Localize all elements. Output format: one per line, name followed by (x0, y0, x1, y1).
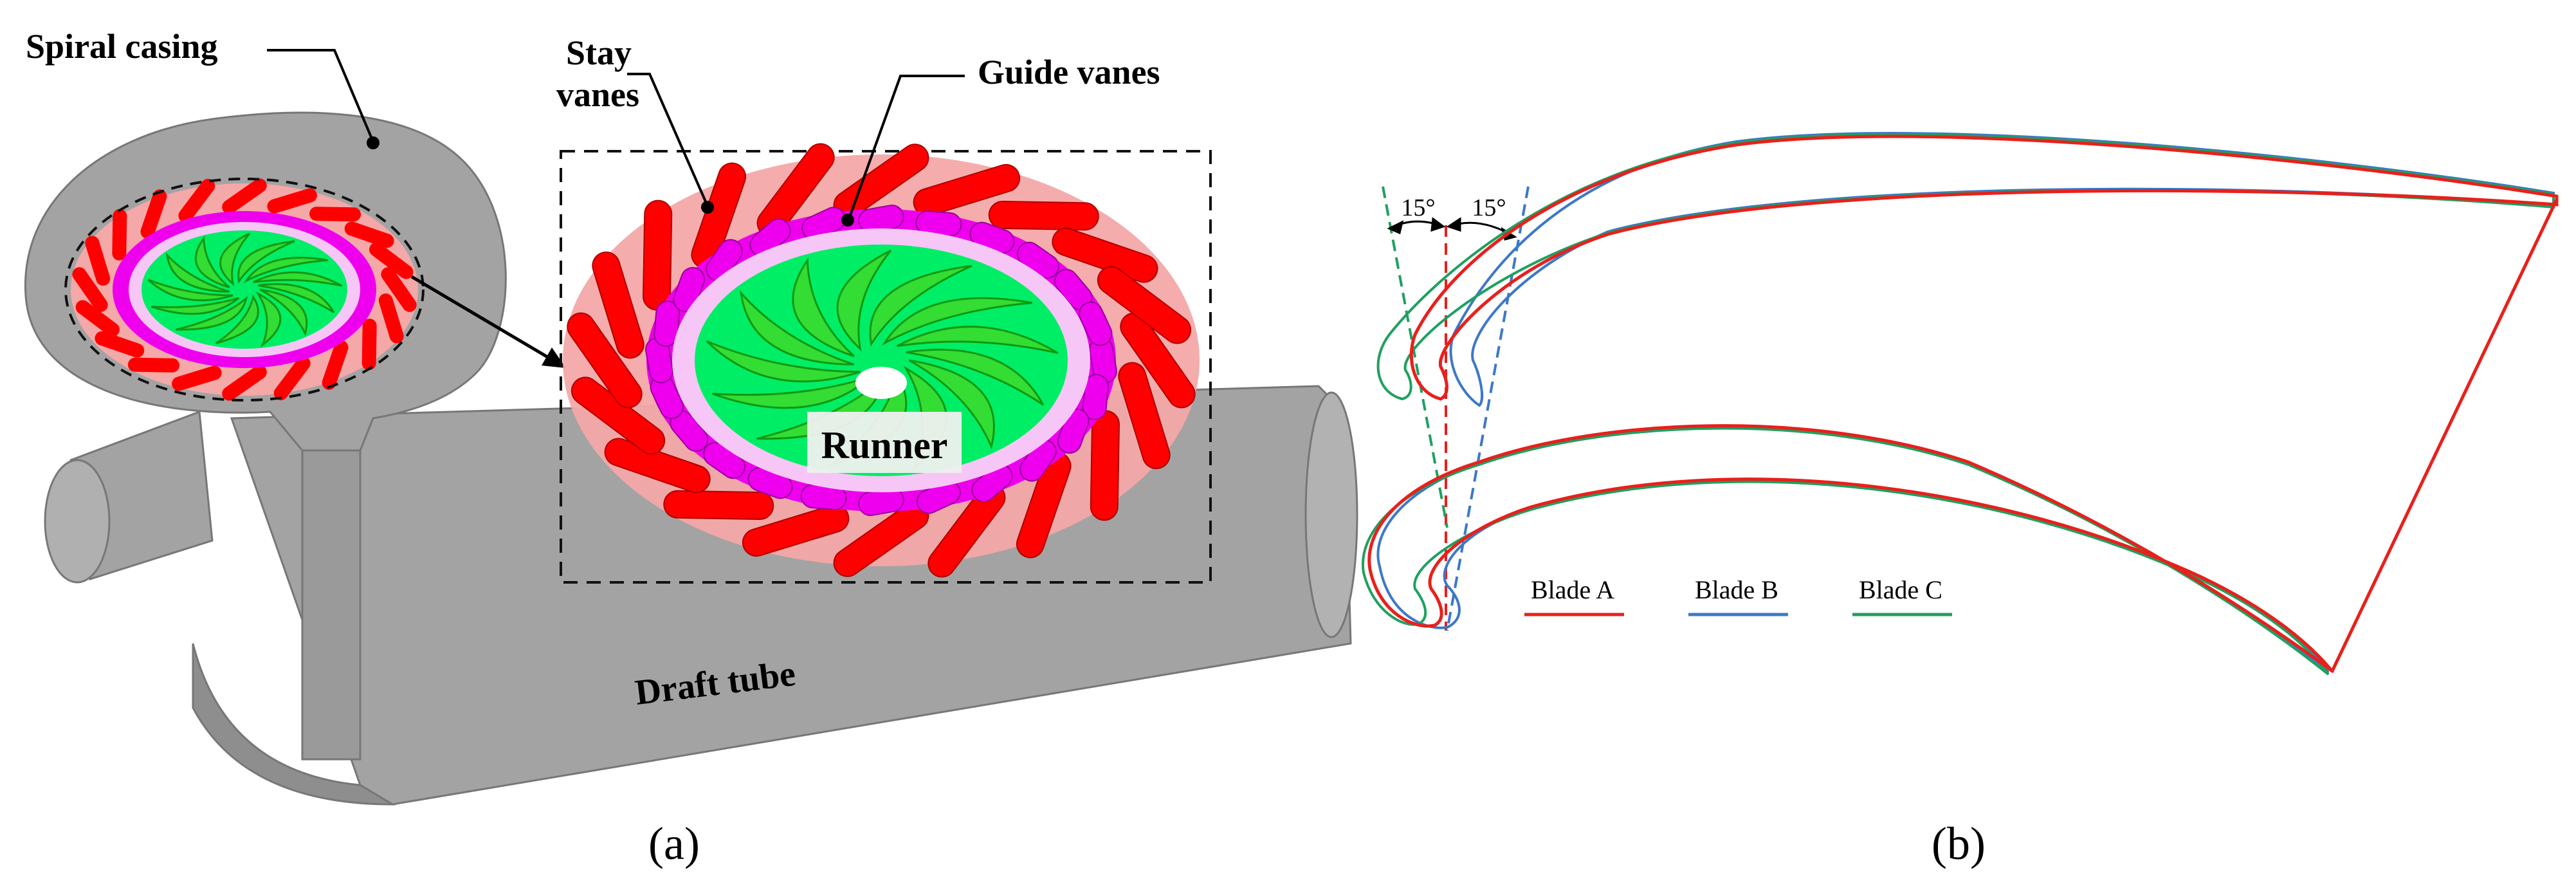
small-stay-vane-18 (309, 207, 361, 222)
small-stay-vane-1 (381, 267, 417, 312)
runner-label: Runner (821, 424, 948, 467)
small-stay-vane-14 (140, 189, 167, 239)
small-stay-vane-20 (369, 242, 414, 279)
small-runner-blade-1 (259, 288, 308, 337)
large-stay-vane-13 (643, 199, 673, 311)
large-runner-blade-5 (711, 375, 872, 409)
small-stay-vane-11 (72, 267, 108, 312)
legend: Blade A Blade B Blade C (1524, 575, 1952, 616)
panel-b-caption: (b) (1932, 818, 1986, 869)
small-stay-vane-13 (112, 208, 127, 261)
large-runner-blade-7 (739, 290, 855, 365)
small-runner-blade-7 (165, 252, 230, 293)
inlet-pipe (44, 410, 214, 584)
large-runner-blade-11 (881, 297, 1033, 346)
legend-label-blade-c: Blade C (1859, 575, 1942, 604)
small-stay-vane-17 (267, 188, 317, 214)
large-stay-vane-7 (742, 504, 850, 557)
large-stay-vane-2 (1118, 362, 1171, 470)
small-runner-blade-2 (255, 291, 282, 348)
angle-left-label: 15° (1401, 194, 1435, 221)
panel-b: 15° 15° Blade A Blade B (1361, 132, 2559, 869)
legend-item-blade-c: Blade C (1852, 575, 1952, 616)
small-stay-vane-4 (322, 340, 349, 390)
small-runner-blade-10 (237, 240, 295, 284)
large-stay-vane-17 (913, 163, 1021, 217)
spiral-casing-label: Spiral casing (26, 27, 218, 66)
leader-lines (267, 49, 965, 227)
large-guide-vane-14 (653, 301, 681, 347)
small-stay-vane-5 (273, 356, 311, 401)
small-runner-blade-4 (175, 295, 248, 331)
large-stay-vane-3 (1090, 410, 1120, 521)
stay-vanes-label-line1: Stay (566, 33, 632, 72)
large-guide-vane-2 (1082, 374, 1109, 420)
blade-a-outline (1367, 134, 2559, 674)
panel-a: Spiral casing Stay vanes Guide vanes Run… (24, 27, 1358, 869)
small-stay-vane-3 (361, 319, 377, 371)
large-runner-blade-8 (792, 257, 855, 357)
large-stay-vane-18 (988, 200, 1099, 231)
angle-right-label: 15° (1472, 194, 1506, 221)
small-runner-blade-13 (258, 283, 335, 313)
small-stay-vane-2 (378, 293, 404, 344)
large-stay-vane-9 (604, 438, 711, 494)
legend-label-blade-a: Blade A (1531, 575, 1614, 604)
small-stay-vane-12 (85, 236, 111, 286)
large-stay-vane-20 (1097, 266, 1192, 344)
large-stay-vane-8 (663, 490, 774, 521)
small-stay-vane-16 (222, 178, 267, 214)
large-runner-blade-6 (706, 340, 861, 383)
small-distributor (64, 178, 425, 402)
large-runner-blade-9 (836, 249, 892, 352)
small-stay-vane-8 (127, 357, 179, 373)
small-runner-blade-8 (194, 236, 230, 289)
large-stay-vane-19 (1052, 227, 1158, 283)
large-runner-blade-1 (908, 359, 995, 450)
small-runner-blade-9 (219, 232, 251, 286)
small-stay-vane-19 (344, 221, 394, 248)
legend-label-blade-b: Blade B (1695, 575, 1778, 604)
small-stay-vane-6 (222, 365, 267, 401)
angle-arcs (1387, 217, 1517, 241)
runner-label-box (807, 412, 962, 473)
small-runner-blade-12 (252, 271, 343, 287)
small-stay-vane-9 (95, 331, 145, 358)
legend-item-blade-b: Blade B (1688, 575, 1788, 616)
large-distributor (560, 143, 1212, 584)
small-runner-blade-11 (243, 257, 328, 284)
small-stay-vane-10 (75, 300, 120, 337)
small-runner-blade-5 (151, 297, 240, 315)
small-runner-blade-3 (215, 294, 259, 345)
small-runner-blade-6 (147, 279, 233, 302)
small-stay-vane-15 (178, 178, 215, 223)
small-stay-vane-7 (172, 365, 222, 391)
large-stay-vane-11 (567, 312, 643, 409)
large-stay-vane-1 (1120, 312, 1196, 409)
large-stay-vane-12 (592, 251, 644, 359)
large-runner-blade-10 (869, 264, 973, 347)
large-runner-blade-12 (897, 326, 1059, 355)
large-runner-blade-13 (906, 348, 1045, 406)
panel-a-caption: (a) (648, 818, 700, 869)
guide-vanes-label: Guide vanes (978, 53, 1160, 91)
stay-vanes-label-line2: vanes (556, 75, 639, 114)
legend-item-blade-a: Blade A (1524, 575, 1624, 616)
large-guide-vane-24 (1079, 301, 1113, 346)
angle-reference-lines (1382, 186, 1530, 631)
